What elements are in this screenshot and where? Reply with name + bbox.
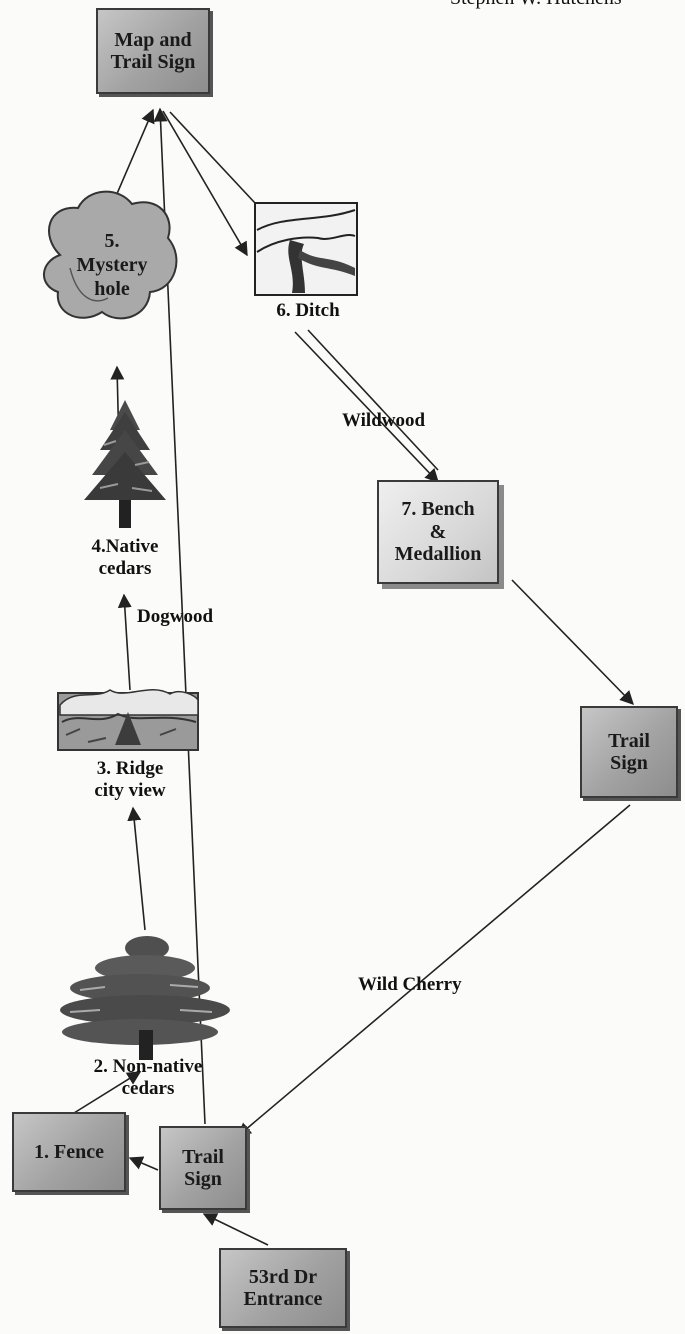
arrow-ditch-to-bench xyxy=(294,331,439,484)
mystery-hole-label-1: 5. xyxy=(105,230,120,252)
line-map-to-ditch-parallel xyxy=(169,111,256,204)
arrow-ridge-to-native xyxy=(117,593,132,691)
trail-sign-bottom-box: Trail Sign xyxy=(159,1126,247,1210)
line-ditch-to-bench-parallel xyxy=(307,329,439,471)
bench-medallion-box: 7. Bench & Medallion xyxy=(377,480,499,584)
ditch-icon xyxy=(254,202,358,296)
trail-label-wildwood: Wildwood xyxy=(342,410,426,431)
ditch-label: 6. Ditch xyxy=(276,300,340,321)
entrance-box: 53rd Dr Entrance xyxy=(219,1248,347,1328)
arrow-trailsign-right-to-bottom xyxy=(236,804,631,1137)
arrow-fence-to-nonnative xyxy=(73,1071,142,1114)
mystery-hole-label-3: hole xyxy=(94,278,130,300)
cedar-tree-icon xyxy=(84,400,166,528)
arrow-trailsign-to-fence xyxy=(128,1156,159,1171)
ridge-city-view-icon xyxy=(57,689,199,751)
arrow-entrance-to-trailsign xyxy=(202,1213,269,1246)
native-cedars-label: 4.Native cedars xyxy=(91,536,159,579)
mystery-hole-label-2: Mystery xyxy=(76,254,147,276)
mystery-hole-cloud: 5. Mystery hole xyxy=(43,190,178,320)
arrow-bench-to-trailsign xyxy=(511,579,634,706)
fence-box: 1. Fence xyxy=(12,1112,126,1192)
trail-label-wild-cherry: Wild Cherry xyxy=(358,974,462,995)
map-trail-sign-box: Map and Trail Sign xyxy=(96,8,210,94)
trail-label-dogwood: Dogwood xyxy=(137,606,214,627)
author-header: Stephen W. Hutchens xyxy=(450,0,622,10)
trail-sign-right-box: Trail Sign xyxy=(580,706,678,798)
ridge-label: 3. Ridge city view xyxy=(94,758,166,801)
arrow-map-to-ditch xyxy=(162,110,248,257)
arrow-nonnative-to-ridge xyxy=(127,806,146,931)
cedar-tree-icon-nonnative xyxy=(60,936,230,1060)
non-native-cedars-label: 2. Non-native cedars xyxy=(93,1056,203,1099)
